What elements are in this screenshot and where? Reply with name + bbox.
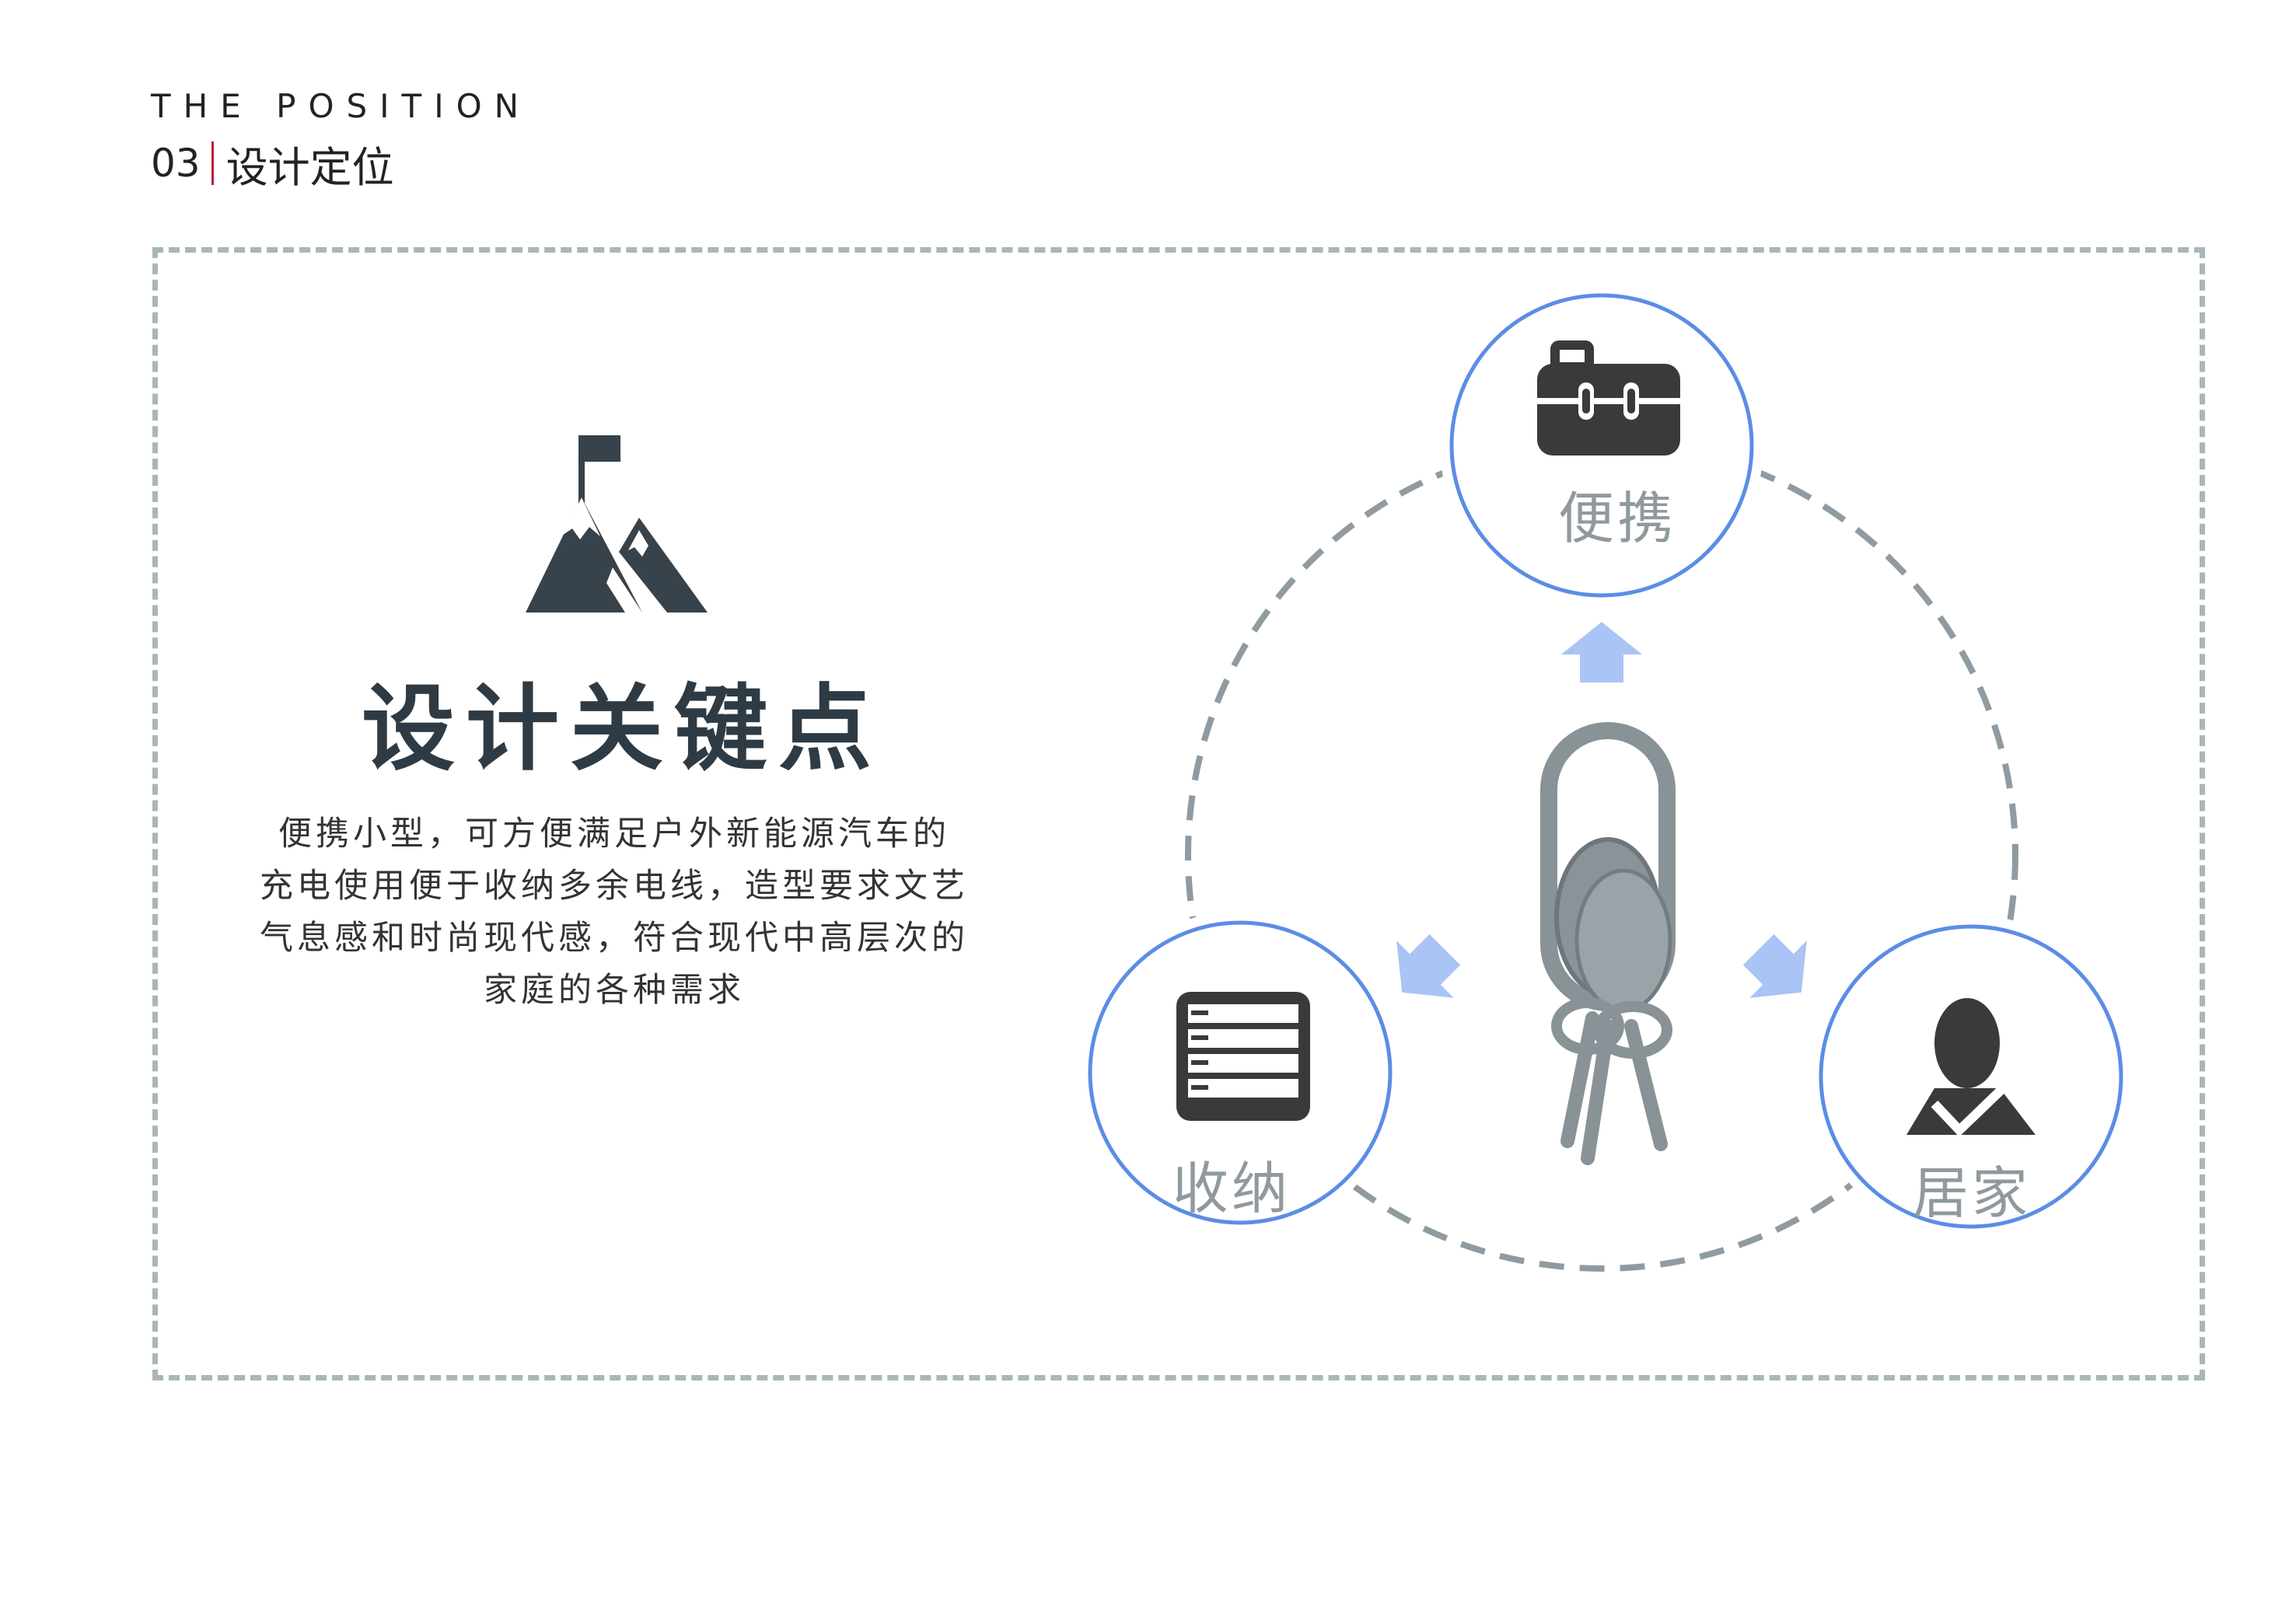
arrow-down-left-icon <box>1396 934 1461 998</box>
section-number: 03 <box>151 141 201 186</box>
key-points-description: 便携小型，可方便满足户外新能源汽车的 充电使用便于收纳多余电线，造型要求文艺 气… <box>233 808 995 1017</box>
section-title: 设计定位 <box>225 142 394 192</box>
storage-drawer-icon <box>1176 992 1310 1121</box>
person-check-icon <box>1906 998 2036 1137</box>
node-label-portable: 便携 <box>1558 486 1677 551</box>
key-points-title: 设计关键点 <box>362 675 882 784</box>
mountain-flag-icon <box>526 435 708 613</box>
description-line: 气息感和时尚现代感，符合现代中高层次的 <box>260 919 969 958</box>
charger-cable-icon <box>1540 722 1676 1165</box>
toolbox-icon <box>1537 340 1680 455</box>
section-heading: 03 设计定位 <box>151 138 394 192</box>
description-line: 家庭的各种需求 <box>484 971 745 1010</box>
node-label-home: 居家 <box>1913 1161 2032 1226</box>
description-line: 便携小型，可方便满足户外新能源汽车的 <box>278 815 950 853</box>
header-title-en: THE POSITION <box>151 87 532 125</box>
content-frame <box>152 247 2205 1380</box>
positioning-diagram: 便携 收纳 居家 <box>1073 280 2161 1290</box>
arrow-down-right-icon <box>1742 934 1807 998</box>
node-label-storage: 收纳 <box>1172 1156 1291 1221</box>
arrow-up-icon <box>1561 622 1642 682</box>
section-divider <box>211 141 214 185</box>
description-line: 充电使用便于收纳多余电线，造型要求文艺 <box>260 867 969 906</box>
